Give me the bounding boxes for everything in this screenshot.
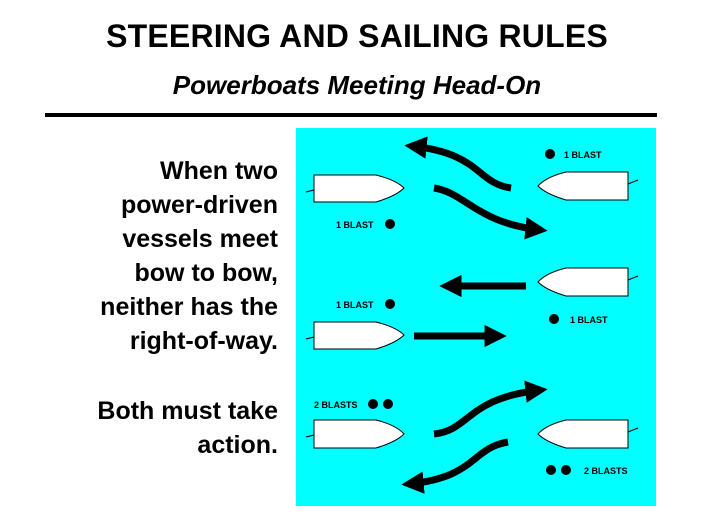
signal-label-left-2: 1 BLAST (336, 300, 374, 310)
course-arrow-left-boat-1 (433, 184, 548, 240)
horn-blast-dot (385, 299, 395, 309)
rule-text-line: neither has the (100, 293, 278, 321)
rule-text-line: Both must take (97, 397, 278, 425)
rule-text-paragraph-1: When two power-driven vessels meet bow t… (40, 154, 278, 358)
horn-blast-dot (383, 399, 393, 409)
horn-blast-dot (545, 149, 555, 159)
signal-label-left-3: 2 BLASTS (314, 400, 358, 410)
scenario-1: 1 BLAST 1 BLAST (305, 136, 639, 240)
head-on-diagram: 1 BLAST 1 BLAST 1 BLAST 1 BLAST 2 BLASTS (296, 128, 656, 506)
scenario-3: 2 BLASTS 2 BLASTS (305, 380, 639, 494)
rule-text-line: power-driven (121, 191, 278, 219)
rule-text-line: action. (197, 431, 278, 459)
page-title: STEERING AND SAILING RULES (106, 18, 608, 54)
signal-label-right-2: 1 BLAST (570, 315, 608, 325)
boat-left-scenario-3 (305, 419, 405, 449)
course-arrow-right-boat-3 (401, 438, 509, 494)
rule-text-line: vessels meet (122, 225, 278, 253)
horn-blast-dot (549, 314, 559, 324)
title-divider (45, 113, 657, 117)
boat-left-scenario-2 (305, 321, 405, 350)
boat-right-scenario-2 (537, 267, 639, 297)
signal-label-left-1: 1 BLAST (336, 220, 374, 230)
horn-blast-dot (385, 219, 395, 229)
horn-blast-dot (368, 399, 378, 409)
rule-text-line: bow to bow, (134, 259, 278, 287)
boat-right-scenario-3 (537, 419, 639, 449)
signal-label-right-3: 2 BLASTS (584, 466, 628, 476)
rule-text-line: right-of-way. (129, 327, 278, 355)
course-arrow-left-boat-3 (433, 380, 548, 438)
boat-right-scenario-1 (537, 171, 639, 201)
horn-blast-dot (546, 465, 556, 475)
course-arrow-right-boat-1 (404, 136, 512, 192)
page-subtitle: Powerboats Meeting Head-On (172, 70, 542, 100)
rule-text-line: When two (159, 157, 278, 185)
rule-text-paragraph-2: Both must take action. (40, 394, 278, 462)
boat-left-scenario-1 (305, 174, 405, 203)
horn-blast-dot (561, 465, 571, 475)
signal-label-right-1: 1 BLAST (564, 150, 602, 160)
scenario-2: 1 BLAST 1 BLAST (305, 267, 639, 350)
